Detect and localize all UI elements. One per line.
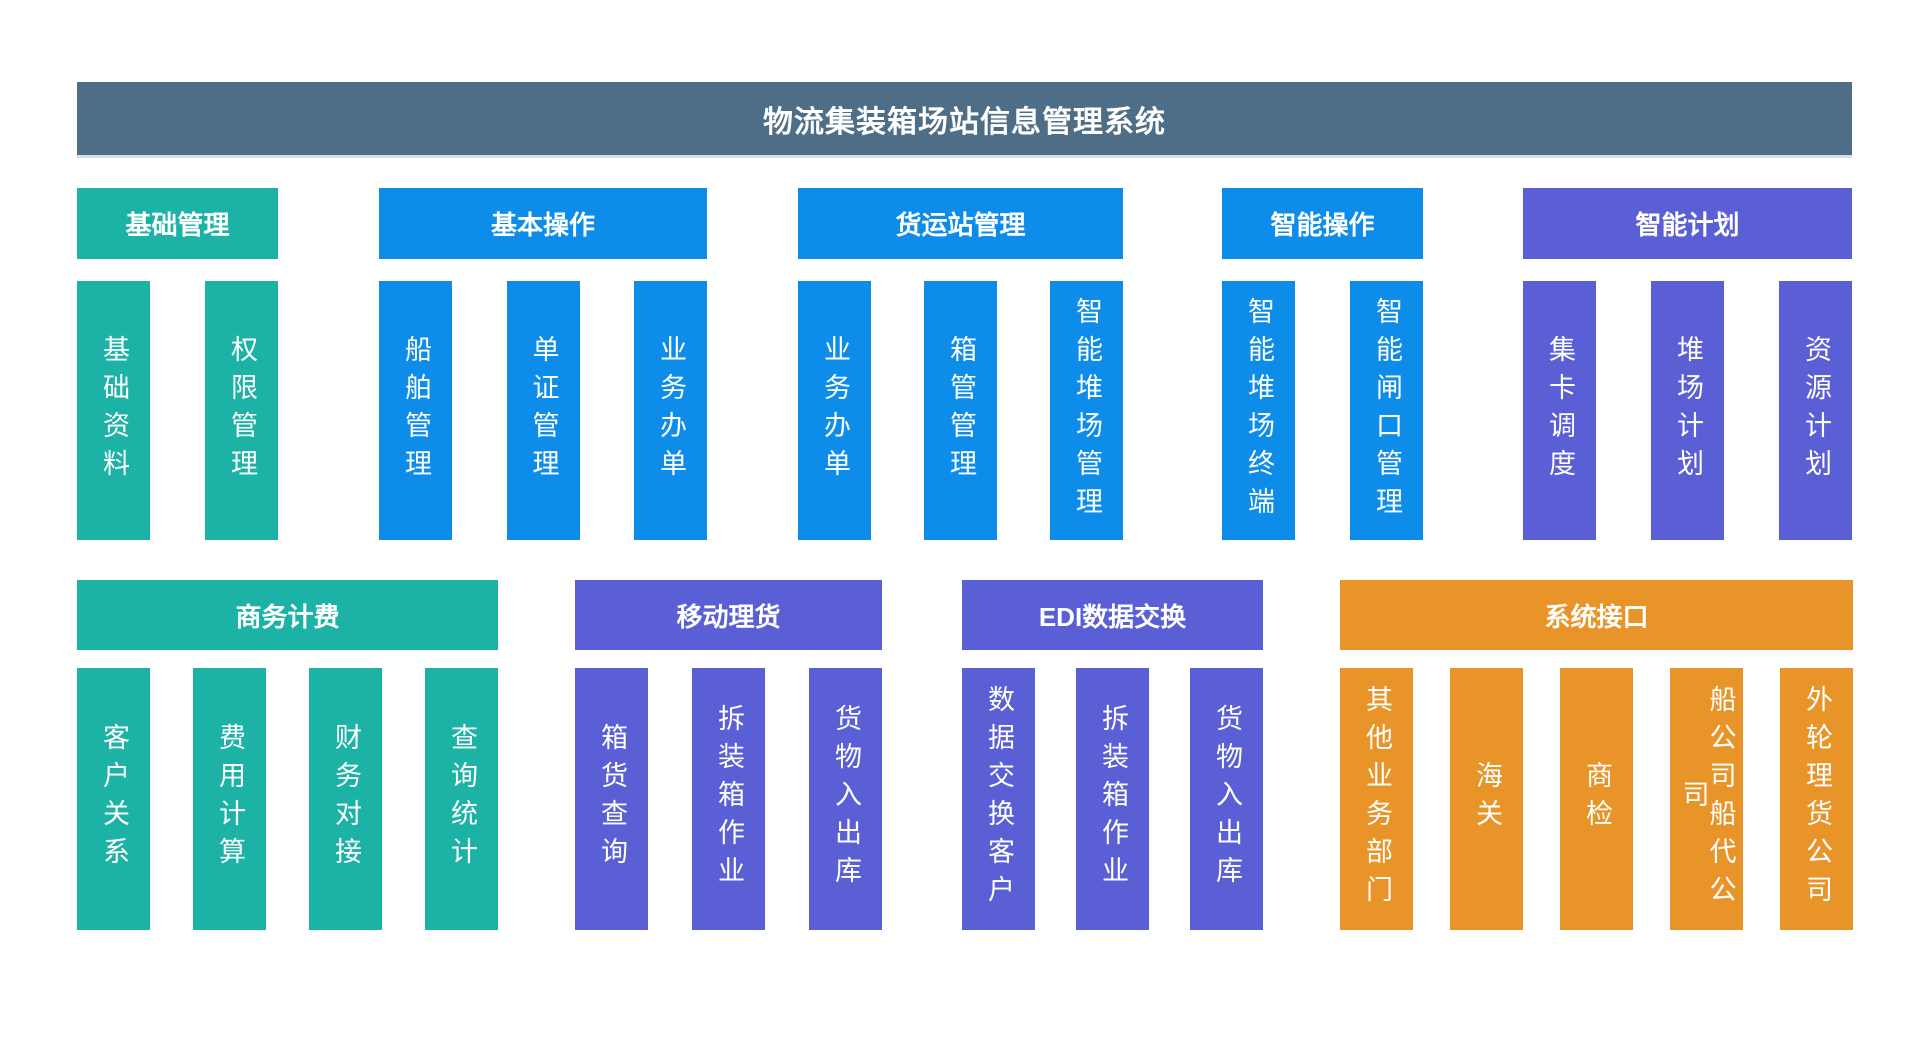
group-system-interface: 系统接口 其他业务部门 海关 商检 船公司船代公司 外轮理货公司 bbox=[1340, 580, 1853, 930]
module-card: 海关 bbox=[1450, 668, 1523, 930]
module-card: 基础资料 bbox=[77, 281, 150, 540]
module-card: 拆装箱作业 bbox=[692, 668, 765, 930]
module-card: 其他业务部门 bbox=[1340, 668, 1413, 930]
group-items-intelligent-planning: 集卡调度 堆场计划 资源计划 bbox=[1523, 281, 1852, 540]
module-card: 财务对接 bbox=[309, 668, 382, 930]
module-card: 智能堆场管理 bbox=[1050, 281, 1123, 540]
module-card: 查询统计 bbox=[425, 668, 498, 930]
group-mobile-tally: 移动理货 箱货查询 拆装箱作业 货物入出库 bbox=[575, 580, 882, 930]
group-business-billing: 商务计费 客户关系 费用计算 财务对接 查询统计 bbox=[77, 580, 498, 930]
group-header-basic-operations: 基本操作 bbox=[379, 188, 707, 259]
module-card: 货物入出库 bbox=[1190, 668, 1263, 930]
group-intelligent-planning: 智能计划 集卡调度 堆场计划 资源计划 bbox=[1523, 188, 1852, 540]
module-card: 船公司船代公司 bbox=[1670, 668, 1743, 930]
group-items-basic-management: 基础资料 权限管理 bbox=[77, 281, 278, 540]
module-card: 堆场计划 bbox=[1651, 281, 1724, 540]
group-header-intelligent-operations: 智能操作 bbox=[1222, 188, 1423, 259]
module-card: 货物入出库 bbox=[809, 668, 882, 930]
module-card: 业务办单 bbox=[634, 281, 707, 540]
group-header-intelligent-planning: 智能计划 bbox=[1523, 188, 1852, 259]
module-card: 智能闸口管理 bbox=[1350, 281, 1423, 540]
module-card: 集卡调度 bbox=[1523, 281, 1596, 540]
group-items-mobile-tally: 箱货查询 拆装箱作业 货物入出库 bbox=[575, 668, 882, 930]
module-card: 外轮理货公司 bbox=[1780, 668, 1853, 930]
group-basic-management: 基础管理 基础资料 权限管理 bbox=[77, 188, 278, 540]
group-edi-data-exchange: EDI数据交换 数据交换客户 拆装箱作业 货物入出库 bbox=[962, 580, 1263, 930]
module-card: 客户关系 bbox=[77, 668, 150, 930]
group-header-freight-station-management: 货运站管理 bbox=[798, 188, 1123, 259]
module-card: 商检 bbox=[1560, 668, 1633, 930]
group-header-system-interface: 系统接口 bbox=[1340, 580, 1853, 650]
system-title-bar: 物流集装箱场站信息管理系统 bbox=[77, 82, 1852, 158]
module-card: 资源计划 bbox=[1779, 281, 1852, 540]
group-items-system-interface: 其他业务部门 海关 商检 船公司船代公司 外轮理货公司 bbox=[1340, 668, 1853, 930]
group-basic-operations: 基本操作 船舶管理 单证管理 业务办单 bbox=[379, 188, 707, 540]
module-card: 权限管理 bbox=[205, 281, 278, 540]
group-intelligent-operations: 智能操作 智能堆场终端 智能闸口管理 bbox=[1222, 188, 1423, 540]
module-card: 费用计算 bbox=[193, 668, 266, 930]
module-card: 箱货查询 bbox=[575, 668, 648, 930]
module-card: 单证管理 bbox=[506, 281, 580, 540]
group-items-basic-operations: 船舶管理 单证管理 业务办单 bbox=[379, 281, 707, 540]
module-card: 箱管管理 bbox=[924, 281, 997, 540]
group-header-edi-data-exchange: EDI数据交换 bbox=[962, 580, 1263, 650]
group-header-mobile-tally: 移动理货 bbox=[575, 580, 882, 650]
group-items-intelligent-operations: 智能堆场终端 智能闸口管理 bbox=[1222, 281, 1423, 540]
group-items-edi-data-exchange: 数据交换客户 拆装箱作业 货物入出库 bbox=[962, 668, 1263, 930]
group-items-freight-station-management: 业务办单 箱管管理 智能堆场管理 bbox=[798, 281, 1123, 540]
module-card: 船舶管理 bbox=[379, 281, 452, 540]
group-items-business-billing: 客户关系 费用计算 财务对接 查询统计 bbox=[77, 668, 498, 930]
module-card: 业务办单 bbox=[798, 281, 871, 540]
group-header-basic-management: 基础管理 bbox=[77, 188, 278, 259]
group-freight-station-management: 货运站管理 业务办单 箱管管理 智能堆场管理 bbox=[798, 188, 1123, 540]
module-card: 拆装箱作业 bbox=[1076, 668, 1149, 930]
system-title: 物流集装箱场站信息管理系统 bbox=[763, 105, 1166, 139]
group-header-business-billing: 商务计费 bbox=[77, 580, 498, 650]
module-card: 数据交换客户 bbox=[962, 668, 1035, 930]
module-card: 智能堆场终端 bbox=[1222, 281, 1295, 540]
